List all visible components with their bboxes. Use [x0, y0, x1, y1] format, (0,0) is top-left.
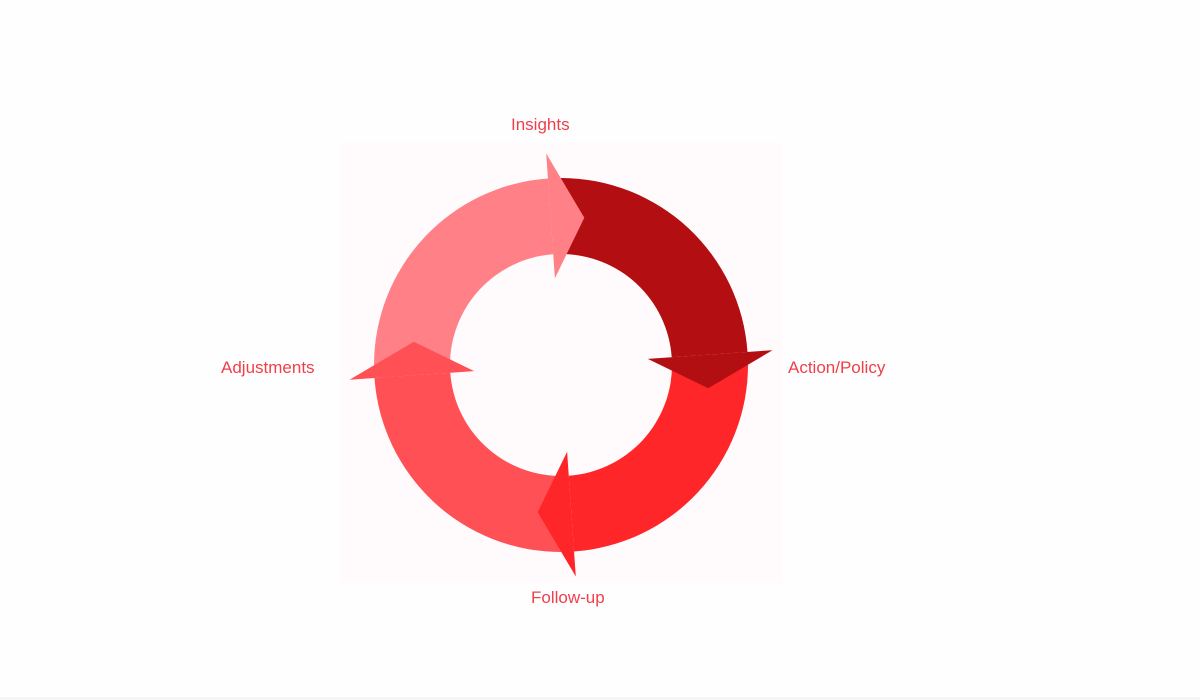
- arrow-body-action-policy: [561, 178, 748, 358]
- label-adjustments: Adjustments: [221, 358, 315, 377]
- bottom-edge: [0, 697, 1200, 700]
- label-insights: Insights: [511, 115, 570, 134]
- arrow-body-insights: [374, 178, 554, 365]
- arrow-body-follow-up: [568, 365, 748, 552]
- arrow-head-adjustments: [349, 341, 475, 380]
- arrow-body-adjustments: [374, 372, 561, 552]
- label-action-policy: Action/Policy: [788, 358, 886, 377]
- label-follow-up: Follow-up: [531, 588, 605, 607]
- arrow-head-follow-up: [537, 451, 576, 577]
- arrow-head-insights: [546, 153, 585, 279]
- arrow-head-action-policy: [647, 350, 773, 389]
